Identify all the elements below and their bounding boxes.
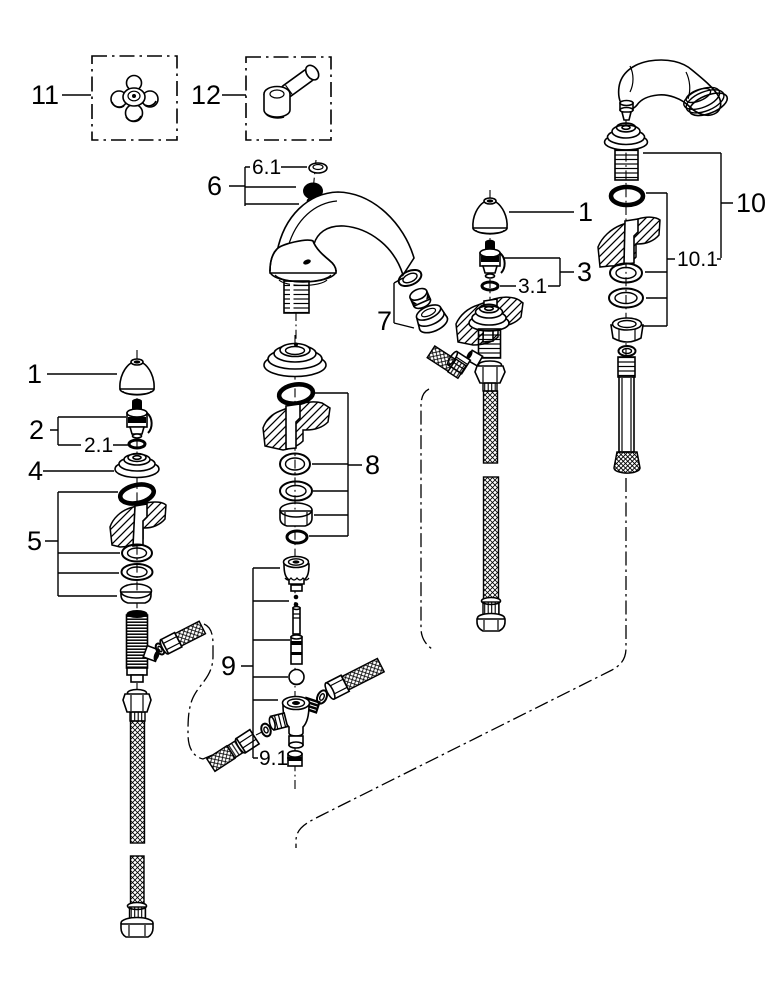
left-hose-routing bbox=[187, 623, 218, 760]
lever-handle-icon bbox=[263, 64, 320, 119]
right-valve-hose-routing bbox=[420, 388, 433, 650]
aerator-parts: 7 bbox=[377, 268, 449, 336]
washer-small bbox=[617, 345, 637, 357]
side-hose-fitting bbox=[159, 620, 207, 655]
washer bbox=[279, 480, 313, 502]
o-ring-small bbox=[285, 529, 309, 545]
callout-3-bracket: 3 3.1 bbox=[500, 257, 592, 298]
spray-hose-routing bbox=[295, 478, 627, 848]
callout-5-bracket: 5 bbox=[27, 491, 120, 597]
callout-1-left: 1 bbox=[27, 359, 42, 389]
callout-6-1: 6.1 bbox=[252, 156, 281, 179]
hose-guide bbox=[613, 356, 641, 474]
mounting-nut bbox=[279, 502, 313, 527]
callout-3-1: 3.1 bbox=[518, 275, 547, 298]
detent-ball bbox=[293, 602, 299, 607]
option-box-12 bbox=[245, 56, 332, 141]
washer bbox=[609, 262, 643, 284]
mounting-nut bbox=[119, 583, 153, 604]
spout-assembly: 6 6.1 7 bbox=[207, 156, 449, 336]
mounting-wedge bbox=[109, 501, 167, 548]
spout-escutcheon bbox=[263, 342, 327, 378]
callout-7: 7 bbox=[377, 306, 392, 336]
check-ball bbox=[288, 668, 305, 686]
callout-10-bracket: 10 10.1 bbox=[643, 152, 766, 327]
option-box-11 bbox=[91, 55, 178, 141]
diverter-tee-body bbox=[268, 695, 321, 749]
washer bbox=[121, 543, 153, 563]
cartridge-right bbox=[479, 239, 506, 279]
o-ring bbox=[117, 482, 157, 506]
spout-mounting-parts: 8 bbox=[262, 342, 380, 545]
washer bbox=[608, 287, 644, 309]
inlet-hose-fitting bbox=[205, 728, 261, 773]
callout-2-bracket: 2 2.1 bbox=[29, 415, 128, 457]
callout-3: 3 bbox=[577, 257, 592, 287]
outlet-washer bbox=[315, 689, 329, 705]
handle-option-cross: 11 bbox=[31, 55, 178, 141]
callout-5: 5 bbox=[27, 526, 42, 556]
diverter-spindle bbox=[290, 634, 303, 665]
handle-escutcheon-left bbox=[114, 452, 160, 479]
hose-routing-lines bbox=[187, 388, 627, 848]
washer bbox=[120, 563, 154, 581]
callout-6: 6 bbox=[207, 171, 222, 201]
callout-8: 8 bbox=[365, 450, 380, 480]
callout-9-bracket: 9 9.1 bbox=[221, 567, 290, 770]
o-ring bbox=[608, 184, 646, 208]
supply-hose-left bbox=[120, 688, 154, 938]
outlet-hose-fitting bbox=[324, 657, 386, 701]
o-ring-2-1 bbox=[127, 438, 147, 450]
callout-4: 4 bbox=[28, 456, 43, 486]
callout-8-bracket: 8 bbox=[309, 392, 380, 537]
mounting-wedge bbox=[597, 216, 661, 268]
handle-option-lever: 12 bbox=[191, 56, 332, 141]
spout-body bbox=[269, 191, 415, 314]
callout-6-bracket: 6 6.1 bbox=[207, 156, 307, 206]
left-valve-body bbox=[120, 610, 207, 938]
o-ring bbox=[276, 381, 316, 407]
bottom-plug bbox=[287, 749, 303, 767]
mounting-nut bbox=[610, 317, 644, 343]
detent-ball bbox=[293, 594, 299, 600]
left-handle-column: 1 2 2.1 4 bbox=[27, 358, 167, 604]
handshower-head bbox=[617, 59, 729, 121]
diverter-pin bbox=[292, 605, 301, 635]
cartridge-left bbox=[126, 398, 153, 439]
handshower-escutcheon bbox=[603, 122, 649, 151]
callout-2: 2 bbox=[29, 415, 44, 445]
washer bbox=[279, 452, 311, 476]
callout-11: 11 bbox=[31, 80, 59, 110]
diverter-assembly: 9 9.1 bbox=[205, 555, 386, 773]
diverter-cap bbox=[282, 555, 310, 592]
mounting-wedge bbox=[262, 401, 331, 451]
callout-1-right: 1 bbox=[578, 197, 593, 227]
right-valve-body bbox=[426, 328, 506, 632]
callout-12: 12 bbox=[191, 80, 221, 110]
cross-handle-icon bbox=[110, 74, 159, 123]
callout-2-1: 2.1 bbox=[84, 434, 113, 457]
right-handle-column: 1 3 3.1 bbox=[426, 197, 593, 632]
handshower-shank bbox=[614, 149, 639, 181]
handle-skirt-right bbox=[472, 197, 508, 235]
handshower-column: 10 10.1 bbox=[597, 59, 766, 474]
inlet-washer bbox=[260, 722, 272, 738]
callout-9: 9 bbox=[221, 651, 236, 681]
callout-9-1: 9.1 bbox=[259, 747, 288, 770]
callout-10: 10 bbox=[736, 188, 766, 218]
callout-10-1: 10.1 bbox=[677, 248, 718, 271]
handle-skirt-left bbox=[119, 358, 155, 396]
o-ring-3-1 bbox=[480, 280, 500, 292]
